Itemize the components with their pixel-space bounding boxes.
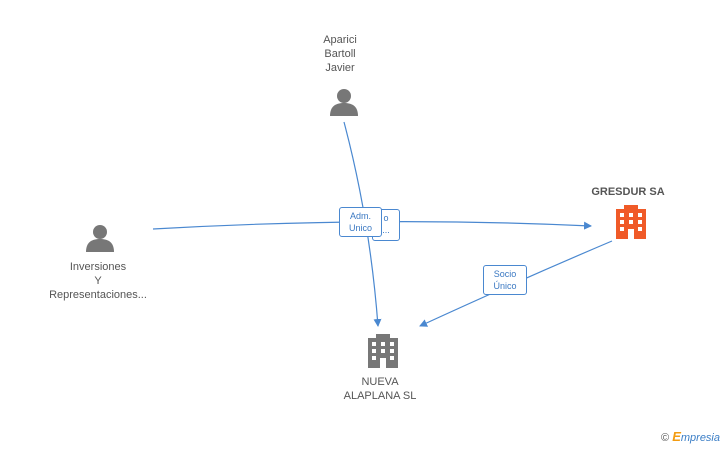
node-label-gresdur[interactable]: GRESDUR SA — [591, 186, 665, 198]
person-icon[interactable] — [86, 225, 114, 252]
brand-logo-text: mpresia — [680, 432, 720, 444]
copyright-symbol: © — [661, 432, 670, 444]
node-label-aparici[interactable]: Aparici Bartoll Javier — [323, 34, 357, 74]
edge-badge-adm-unico: Adm. Unico — [339, 207, 382, 237]
brand-watermark: © Empresia — [661, 429, 720, 444]
edge-badge-socio-unico: Socio Único — [483, 265, 527, 295]
person-icon[interactable] — [330, 89, 358, 116]
node-label-nueva[interactable]: NUEVA ALAPLANA SL — [343, 376, 417, 402]
brand-logo-letter: E — [672, 429, 681, 444]
node-label-inversiones[interactable]: Inversiones Y Representaciones... — [49, 261, 147, 301]
building-icon[interactable] — [616, 205, 646, 239]
building-icon[interactable] — [368, 334, 398, 368]
